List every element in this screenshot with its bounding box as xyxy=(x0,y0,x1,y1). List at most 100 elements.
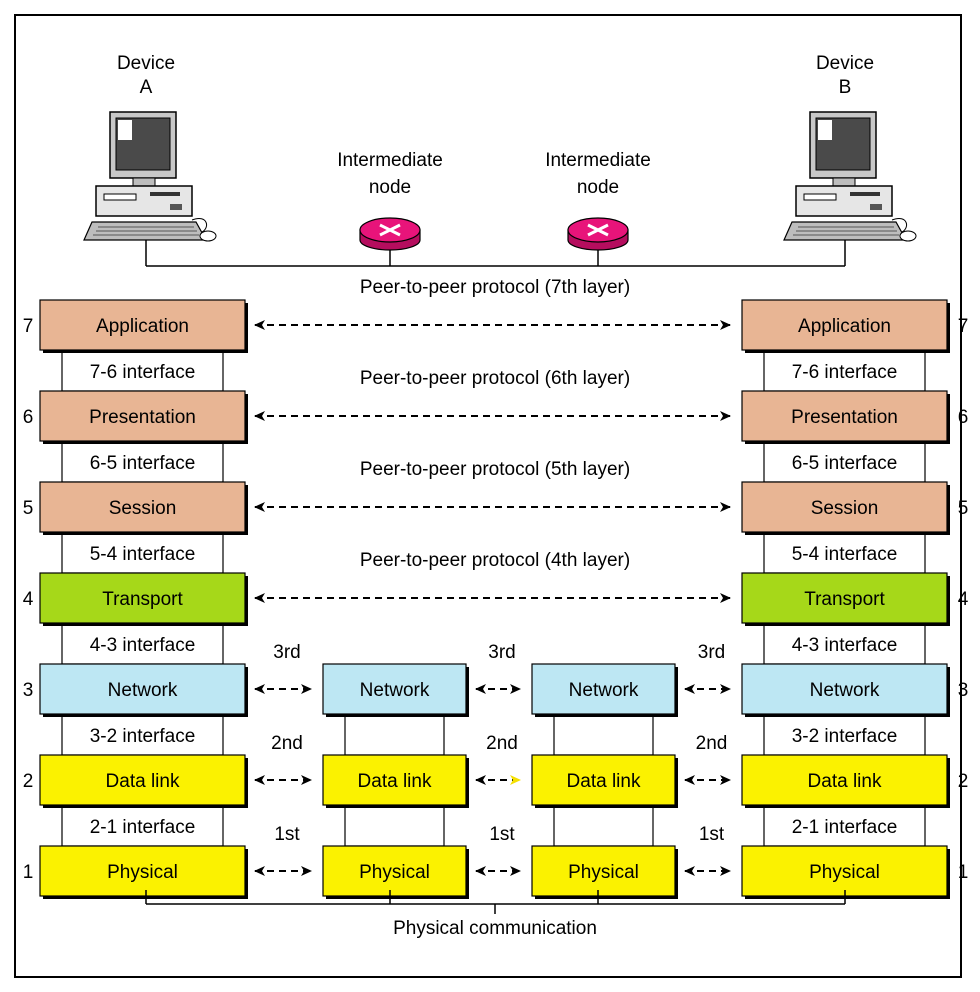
layer-name-label: Network xyxy=(810,680,880,701)
node-layer-connector xyxy=(344,713,445,756)
interface-strip xyxy=(61,804,224,847)
interface-label: 5-4 interface xyxy=(90,544,196,565)
node-layer-box-data-link xyxy=(531,754,676,806)
layer-name-label: Data link xyxy=(358,771,432,792)
layer-box-session xyxy=(741,481,948,533)
node-layer-box-data-link xyxy=(322,754,467,806)
layer-name-label: Presentation xyxy=(89,407,196,428)
interface-strip xyxy=(763,622,926,665)
hop-label: 3rd xyxy=(488,642,515,663)
interface-strip xyxy=(61,531,224,574)
hop-label: 2nd xyxy=(696,733,728,754)
layer-box-presentation xyxy=(741,390,948,442)
layer-name-label: Transport xyxy=(102,589,183,610)
layer-number-right: 1 xyxy=(958,862,969,883)
router-icon xyxy=(359,217,421,251)
layer-box-presentation xyxy=(39,390,246,442)
node-layer-box-physical xyxy=(322,845,467,897)
layer-number-left: 3 xyxy=(23,680,34,701)
layer-name-label: Session xyxy=(109,498,177,519)
layer-box-transport xyxy=(741,572,948,624)
intermediate-node-label-line1: Intermediate xyxy=(545,150,651,171)
interface-label: 3-2 interface xyxy=(792,726,898,747)
layer-name-label: Network xyxy=(569,680,639,701)
device-b-label-line1: Device xyxy=(816,53,874,74)
node-layer-box-physical xyxy=(531,845,676,897)
interface-label: 5-4 interface xyxy=(792,544,898,565)
layer-box-data-link xyxy=(39,754,246,806)
layer-box-data-link xyxy=(741,754,948,806)
layer-box-physical xyxy=(39,845,246,897)
layer-number-left: 7 xyxy=(23,316,34,337)
interface-strip xyxy=(61,440,224,483)
layer-box-network xyxy=(39,663,246,715)
intermediate-node-label-line2: node xyxy=(369,177,411,198)
physical-communication-line xyxy=(145,890,846,914)
diagram-frame xyxy=(14,14,962,978)
layer-number-right: 7 xyxy=(958,316,969,337)
device-b: Device B xyxy=(783,53,917,242)
interface-strip xyxy=(763,440,926,483)
router-icon xyxy=(567,217,629,251)
node-layer-box-network xyxy=(322,663,467,715)
layer-name-label: Application xyxy=(96,316,189,337)
layer-name-label: Network xyxy=(360,680,430,701)
layer-name-label: Session xyxy=(811,498,879,519)
interface-label: 4-3 interface xyxy=(792,635,898,656)
layer-name-label: Network xyxy=(108,680,178,701)
interface-label: 6-5 interface xyxy=(792,453,898,474)
hop-label: 1st xyxy=(274,824,300,845)
layer-number-right: 6 xyxy=(958,407,969,428)
interface-label: 6-5 interface xyxy=(90,453,196,474)
layer-name-label: Physical xyxy=(107,862,178,883)
peer-protocol-label: Peer-to-peer protocol (5th layer) xyxy=(360,459,630,480)
intermediate-node-label-line2: node xyxy=(577,177,619,198)
layer-number-right: 3 xyxy=(958,680,969,701)
intermediate-node-2: Intermediate node xyxy=(545,150,651,251)
peer-protocol-label: Peer-to-peer protocol (7th layer) xyxy=(360,277,630,298)
node-layer-connector xyxy=(344,804,445,847)
hop-label: 1st xyxy=(489,824,515,845)
layer-box-application xyxy=(39,299,246,351)
layer-name-label: Physical xyxy=(809,862,880,883)
hop-label: 2nd xyxy=(486,733,518,754)
interface-strip xyxy=(763,713,926,756)
computer-icon xyxy=(783,111,917,242)
hop-label: 3rd xyxy=(273,642,300,663)
interface-label: 7-6 interface xyxy=(90,362,196,383)
node-layer-connector xyxy=(553,804,654,847)
hop-label: 3rd xyxy=(698,642,725,663)
interface-strip xyxy=(763,349,926,392)
interface-label: 4-3 interface xyxy=(90,635,196,656)
peer-protocol-label: Peer-to-peer protocol (4th layer) xyxy=(360,550,630,571)
layer-name-label: Application xyxy=(798,316,891,337)
computer-icon xyxy=(83,111,217,242)
layer-number-right: 4 xyxy=(958,589,969,610)
layer-number-right: 5 xyxy=(958,498,969,519)
physical-communication-label: Physical communication xyxy=(393,918,597,939)
node-layer-box-network xyxy=(531,663,676,715)
device-b-label-line2: B xyxy=(839,77,852,98)
peer-protocol-label: Peer-to-peer protocol (6th layer) xyxy=(360,368,630,389)
hop-label: 2nd xyxy=(271,733,303,754)
layer-name-label: Data link xyxy=(808,771,882,792)
layer-stacks: 7-6 interface 7-6 interface Application App… xyxy=(23,277,969,899)
interface-label: 2-1 interface xyxy=(792,817,898,838)
layer-box-physical xyxy=(741,845,948,897)
network-link-line xyxy=(145,240,846,267)
layer-number-left: 6 xyxy=(23,407,34,428)
intermediate-node-label-line1: Intermediate xyxy=(337,150,443,171)
layer-name-label: Data link xyxy=(106,771,180,792)
layer-box-session xyxy=(39,481,246,533)
interface-label: 2-1 interface xyxy=(90,817,196,838)
interface-label: 7-6 interface xyxy=(792,362,898,383)
layer-box-application xyxy=(741,299,948,351)
layer-number-left: 2 xyxy=(23,771,34,792)
layer-number-left: 4 xyxy=(23,589,34,610)
hop-label: 1st xyxy=(699,824,725,845)
device-a: Device A xyxy=(83,53,217,242)
intermediate-node-1: Intermediate node xyxy=(337,150,443,251)
interface-label: 3-2 interface xyxy=(90,726,196,747)
layer-number-left: 1 xyxy=(23,862,34,883)
